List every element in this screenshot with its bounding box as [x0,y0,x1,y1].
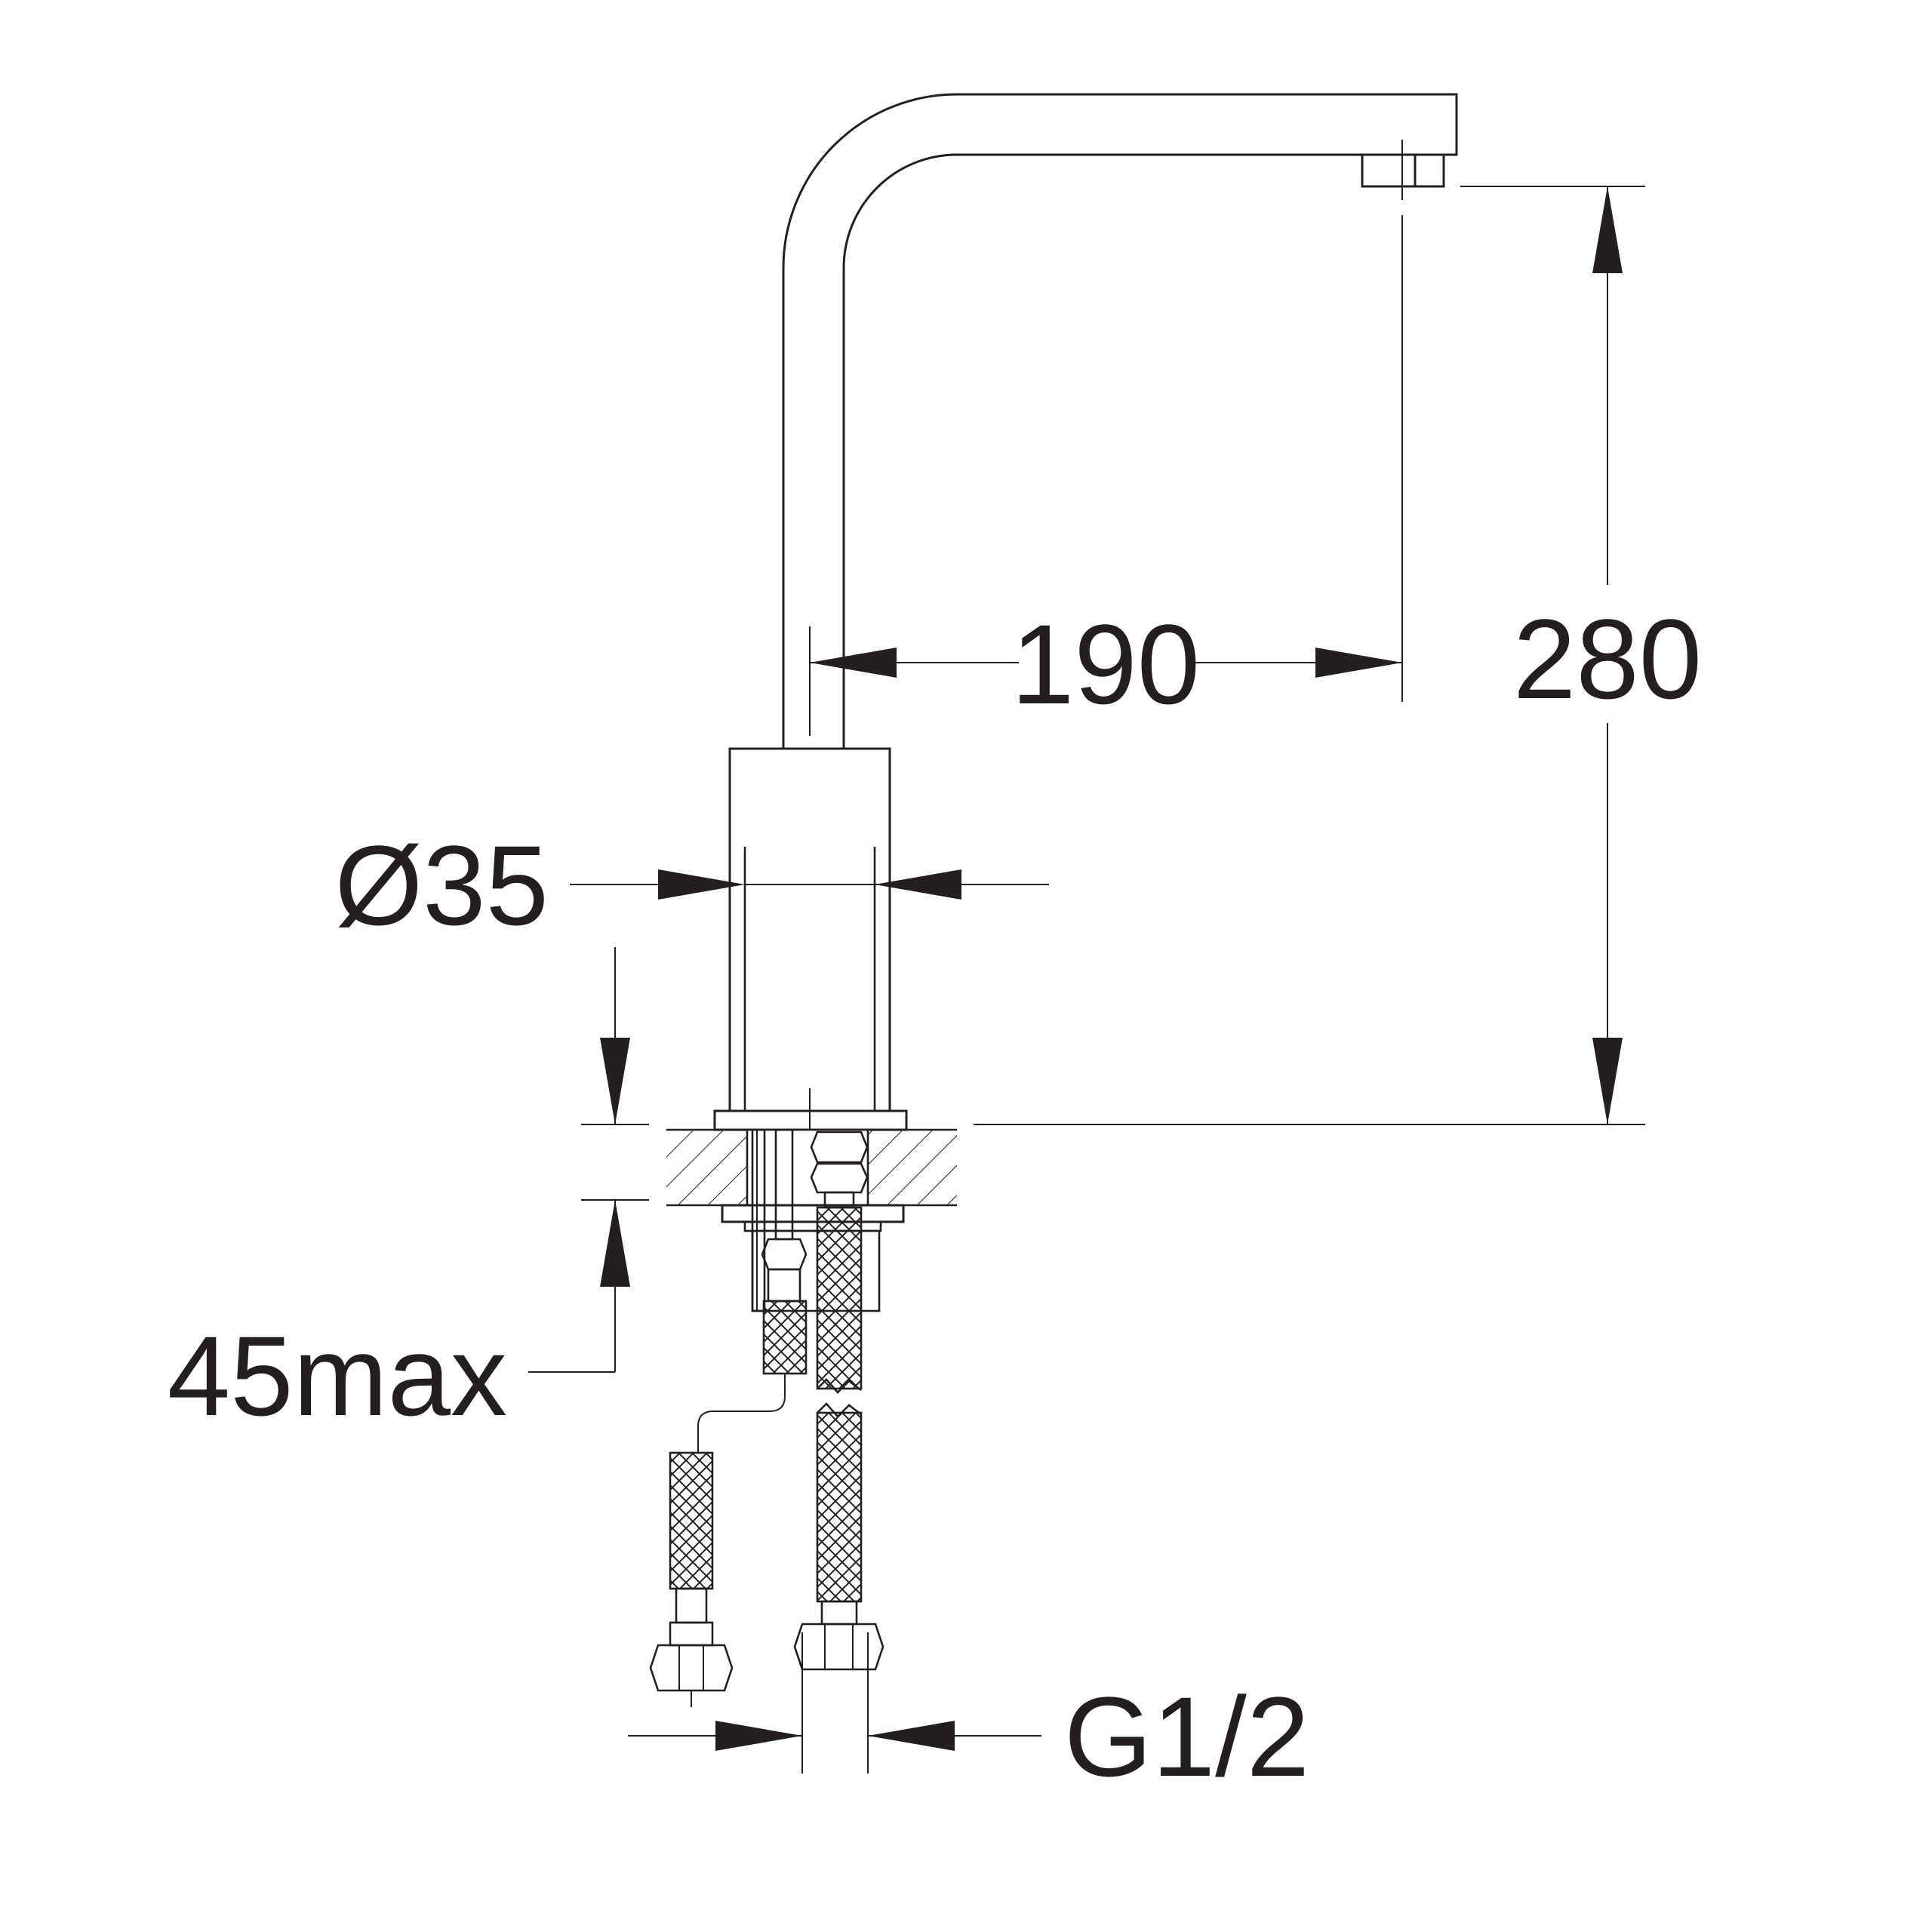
faucet-spout [782,93,1458,749]
deck-section [666,1128,957,1312]
dimension-height: 280 [974,186,1702,1125]
dimension-connection-thread: G1/2 [628,1632,1309,1800]
dimension-spout-reach: 190 [809,601,1402,736]
dimension-label-g12: G1/2 [1064,1673,1309,1800]
dimension-label-280: 280 [1513,595,1702,722]
dimension-label-diameter: Ø35 [334,822,549,949]
faucet-body [713,747,908,1147]
dimension-label-190: 190 [1011,601,1200,728]
supply-hoses [649,1128,884,1707]
dimension-deck-thickness: 45max [168,947,649,1439]
dimension-label-45max: 45max [168,1312,507,1439]
dimension-body-diameter: Ø35 [334,822,1049,949]
